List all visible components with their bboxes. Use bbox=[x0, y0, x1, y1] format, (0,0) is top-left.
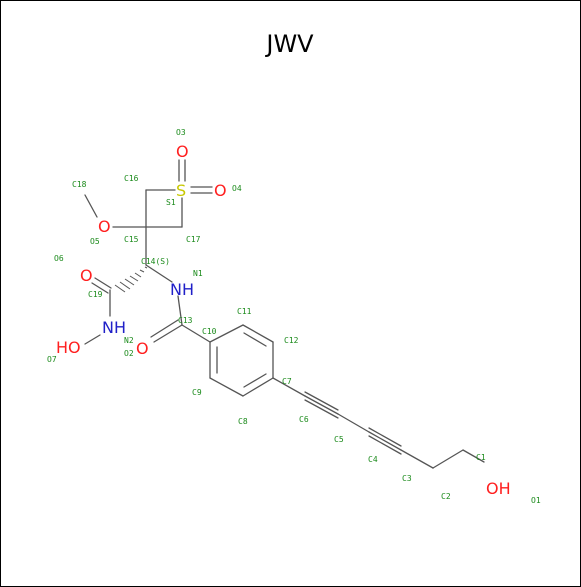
idx-c2: C2 bbox=[441, 492, 451, 501]
idx-c18: C18 bbox=[72, 180, 87, 189]
diagram-title: JWV bbox=[264, 30, 314, 58]
aromatic-inner-1 bbox=[243, 332, 267, 347]
atom-o5: O bbox=[98, 217, 111, 236]
idx-o5: O5 bbox=[90, 237, 100, 246]
idx-c8: C8 bbox=[238, 417, 248, 426]
idx-c19: C19 bbox=[88, 290, 103, 299]
bonds bbox=[84, 159, 485, 469]
bond-c7-c6 bbox=[272, 377, 306, 397]
idx-o3: O3 bbox=[176, 128, 186, 137]
idx-c9: C9 bbox=[192, 388, 202, 397]
bond-c13-c10 bbox=[181, 324, 211, 343]
bond-c4-c3-a bbox=[368, 427, 402, 447]
bond-c6-c5-c bbox=[304, 399, 339, 419]
idx-c6: C6 bbox=[299, 415, 309, 424]
bond-n2-o7 bbox=[84, 334, 101, 345]
atom-o-amide: O bbox=[136, 339, 149, 358]
bond-c8-c9 bbox=[209, 377, 244, 397]
idx-c1: C1 bbox=[476, 453, 486, 462]
bond-c5-c4 bbox=[337, 413, 370, 433]
idx-c7: C7 bbox=[282, 377, 292, 386]
bond-c6-c5-a bbox=[304, 391, 339, 411]
idx-c11: C11 bbox=[237, 307, 252, 316]
bond-c6-c5-b bbox=[304, 395, 339, 415]
bond-c7-c8 bbox=[242, 377, 274, 397]
atom-n2: NH bbox=[102, 318, 126, 337]
atom-s1: S bbox=[176, 181, 186, 200]
idx-s1: S1 bbox=[166, 198, 176, 207]
bond-c4-c3-b bbox=[368, 431, 402, 451]
idx-c17: C17 bbox=[186, 235, 201, 244]
idx-c10: C10 bbox=[202, 327, 217, 336]
idx-o7: O7 bbox=[47, 355, 57, 364]
bond-c19-o6-a bbox=[94, 277, 112, 289]
bond-c3-c2 bbox=[400, 449, 434, 469]
bond-c13-o-a bbox=[153, 324, 183, 343]
idx-n1: N1 bbox=[193, 269, 203, 278]
bond-c19-o6-b bbox=[91, 282, 109, 294]
bond-c4-c3-c bbox=[368, 435, 402, 455]
bond-c18-o5 bbox=[84, 194, 98, 218]
bond-c1-o1 bbox=[462, 449, 485, 463]
idx-o6: O6 bbox=[54, 254, 64, 263]
bond-c10-c11 bbox=[209, 324, 244, 343]
idx-c3: C3 bbox=[402, 474, 412, 483]
idx-c5: C5 bbox=[334, 435, 344, 444]
atom-o-sulfonyl-top: O bbox=[176, 142, 189, 161]
hashed-wedge-c14-c19 bbox=[114, 266, 148, 293]
idx-c12: C12 bbox=[284, 336, 299, 345]
idx-o2: O2 bbox=[124, 349, 134, 358]
idx-o4: O4 bbox=[232, 184, 242, 193]
idx-c16: C16 bbox=[124, 174, 139, 183]
idx-c15: C15 bbox=[124, 235, 139, 244]
atom-n1: NH bbox=[170, 280, 194, 299]
atom-o7: HO bbox=[56, 338, 81, 357]
atom-o-sulfonyl-right: O bbox=[214, 181, 227, 200]
aromatic-inner-2 bbox=[243, 373, 267, 388]
bond-c14-n1 bbox=[145, 264, 173, 283]
bond-c11-c12 bbox=[242, 324, 274, 343]
idx-c14: C14(S) bbox=[141, 257, 170, 266]
idx-o1: O1 bbox=[531, 496, 541, 505]
atom-labels: O S O O O NH NH O HO OH bbox=[56, 142, 511, 498]
idx-c4: C4 bbox=[368, 455, 378, 464]
atom-index-labels: O3 O4 C16 S1 C17 C18 O5 C15 O6 C14(S) N1… bbox=[47, 128, 541, 505]
atom-o6: O bbox=[80, 266, 93, 285]
idx-c13: C13 bbox=[178, 316, 193, 325]
atom-o1: OH bbox=[486, 479, 511, 498]
bond-c13-o-b bbox=[150, 319, 179, 338]
bond-n1-c13 bbox=[177, 295, 183, 326]
bond-c2-c1 bbox=[432, 449, 464, 469]
idx-n2: N2 bbox=[124, 336, 134, 345]
